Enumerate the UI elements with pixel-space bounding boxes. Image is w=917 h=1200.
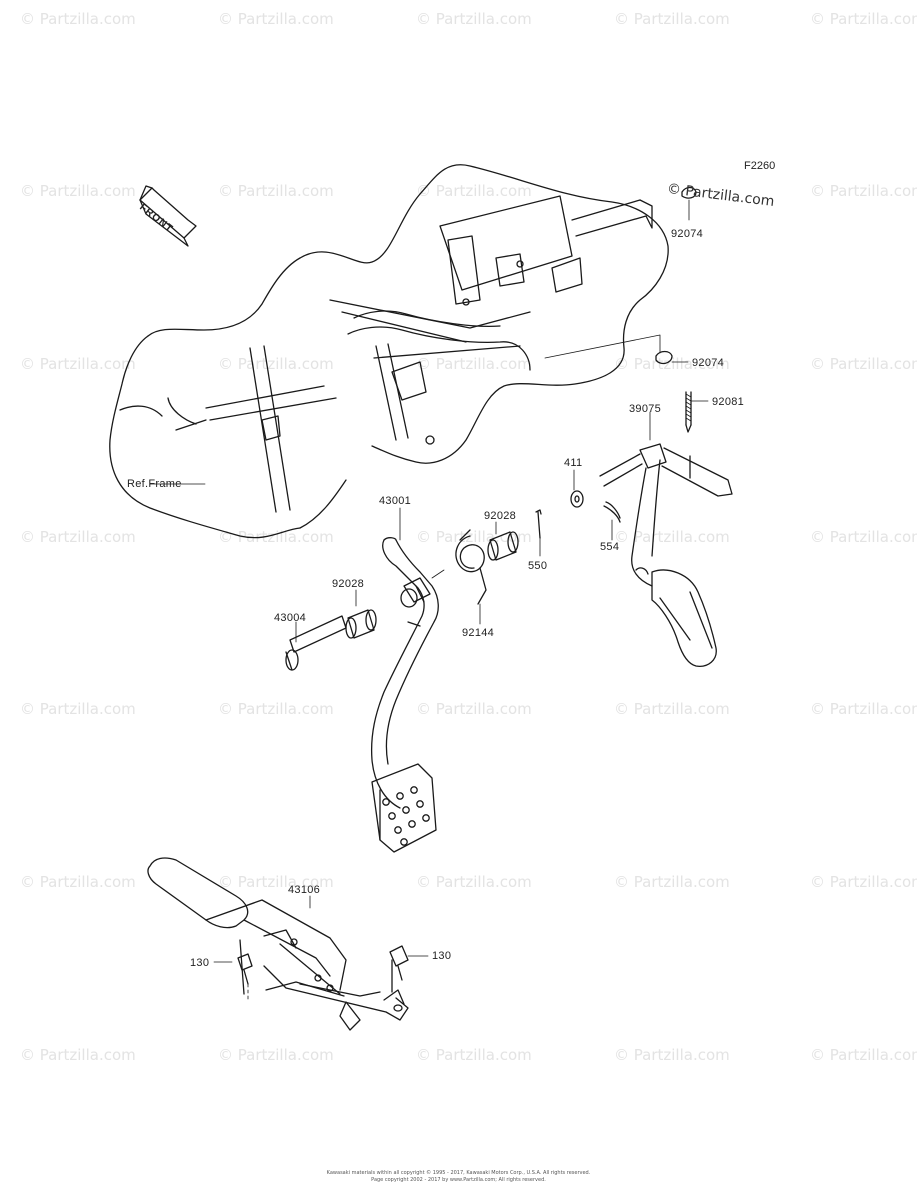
- watermark: © Partzilla.com: [416, 355, 532, 373]
- part-label-43004[interactable]: 43004: [274, 612, 307, 624]
- watermark: © Partzilla.com: [218, 700, 334, 718]
- watermark: © Partzilla.com: [218, 10, 334, 28]
- part-label-92028-upper[interactable]: 92028: [484, 510, 517, 522]
- part-label-43106[interactable]: 43106: [288, 884, 321, 896]
- part-label-411[interactable]: 411: [564, 457, 583, 469]
- watermark: © Partzilla.com: [20, 1046, 136, 1064]
- watermark: © Partzilla.com: [810, 182, 917, 200]
- watermark: © Partzilla.com: [20, 182, 136, 200]
- bushing-92028-upper: [487, 521, 519, 561]
- watermark: © Partzilla.com: [218, 528, 334, 546]
- watermark: © Partzilla.com: [416, 700, 532, 718]
- pin-550: [535, 509, 542, 557]
- brake-pedal-43001: [370, 507, 445, 853]
- washer-411: [570, 469, 584, 508]
- parking-brake-lever-43106: [147, 857, 409, 1031]
- spring-92081: [685, 391, 709, 433]
- watermark: © Partzilla.com: [20, 528, 136, 546]
- part-label-130-right[interactable]: 130: [432, 950, 452, 962]
- watermark: © Partzilla.com: [810, 873, 917, 891]
- watermark: © Partzilla.com: [218, 182, 334, 200]
- part-label-39075[interactable]: 39075: [629, 403, 662, 415]
- cotter-pin-554: [603, 501, 621, 541]
- watermark: © Partzilla.com: [810, 1046, 917, 1064]
- watermark: © Partzilla.com: [810, 10, 917, 28]
- watermark: © Partzilla.com: [810, 700, 917, 718]
- part-label-92081[interactable]: 92081: [712, 396, 745, 408]
- watermark: © Partzilla.com: [810, 355, 917, 373]
- watermark: © Partzilla.com: [20, 10, 136, 28]
- watermark: © Partzilla.com: [416, 528, 532, 546]
- watermark: © Partzilla.com: [614, 1046, 730, 1064]
- bushing-92028-lower: [345, 589, 377, 639]
- part-label-43001[interactable]: 43001: [379, 495, 412, 507]
- watermark: © Partzilla.com: [416, 873, 532, 891]
- part-label-92074-top[interactable]: 92074: [671, 228, 704, 240]
- return-spring-92144: [455, 529, 487, 625]
- figure-code: F2260: [744, 160, 776, 172]
- part-label-92144[interactable]: 92144: [462, 627, 495, 639]
- watermark: © Partzilla.com: [218, 873, 334, 891]
- accelerator-pedal-39075: [599, 411, 733, 667]
- footer-copyright-line1: Kawasaki materials within all copyright …: [326, 1170, 591, 1176]
- ref-frame-label: Ref.Frame: [127, 478, 182, 490]
- bolt-130-right: [389, 945, 429, 981]
- part-label-92028-lower[interactable]: 92028: [332, 578, 365, 590]
- watermark: © Partzilla.com: [614, 873, 730, 891]
- shaft-43004: [285, 615, 347, 671]
- part-label-130-left[interactable]: 130: [190, 957, 210, 969]
- part-label-554[interactable]: 554: [600, 541, 620, 553]
- part-label-550[interactable]: 550: [528, 560, 548, 572]
- bolt-130-left: [213, 953, 253, 1001]
- watermark: © Partzilla.com: [614, 355, 730, 373]
- front-arrow-icon: [139, 185, 197, 247]
- plug-92074-mid: [655, 350, 673, 365]
- footer-copyright-line2: Page copyright 2002 - 2017 by www.Partzi…: [371, 1177, 546, 1183]
- part-label-92074-mid[interactable]: 92074: [692, 357, 725, 369]
- watermark: © Partzilla.com: [20, 355, 136, 373]
- watermark: © Partzilla.com: [20, 873, 136, 891]
- watermark: © Partzilla.com: [614, 10, 730, 28]
- watermark: © Partzilla.com: [218, 1046, 334, 1064]
- watermark: © Partzilla.com: [614, 528, 730, 546]
- watermark: © Partzilla.com: [416, 10, 532, 28]
- plug-92074-top: [681, 186, 697, 199]
- watermark: © Partzilla.com: [416, 1046, 532, 1064]
- watermark: © Partzilla.com: [416, 182, 532, 200]
- watermark: © Partzilla.com: [614, 700, 730, 718]
- frame-reference: [109, 164, 669, 539]
- watermark: © Partzilla.com: [20, 700, 136, 718]
- watermark: © Partzilla.com: [218, 355, 334, 373]
- watermark: © Partzilla.com: [810, 528, 917, 546]
